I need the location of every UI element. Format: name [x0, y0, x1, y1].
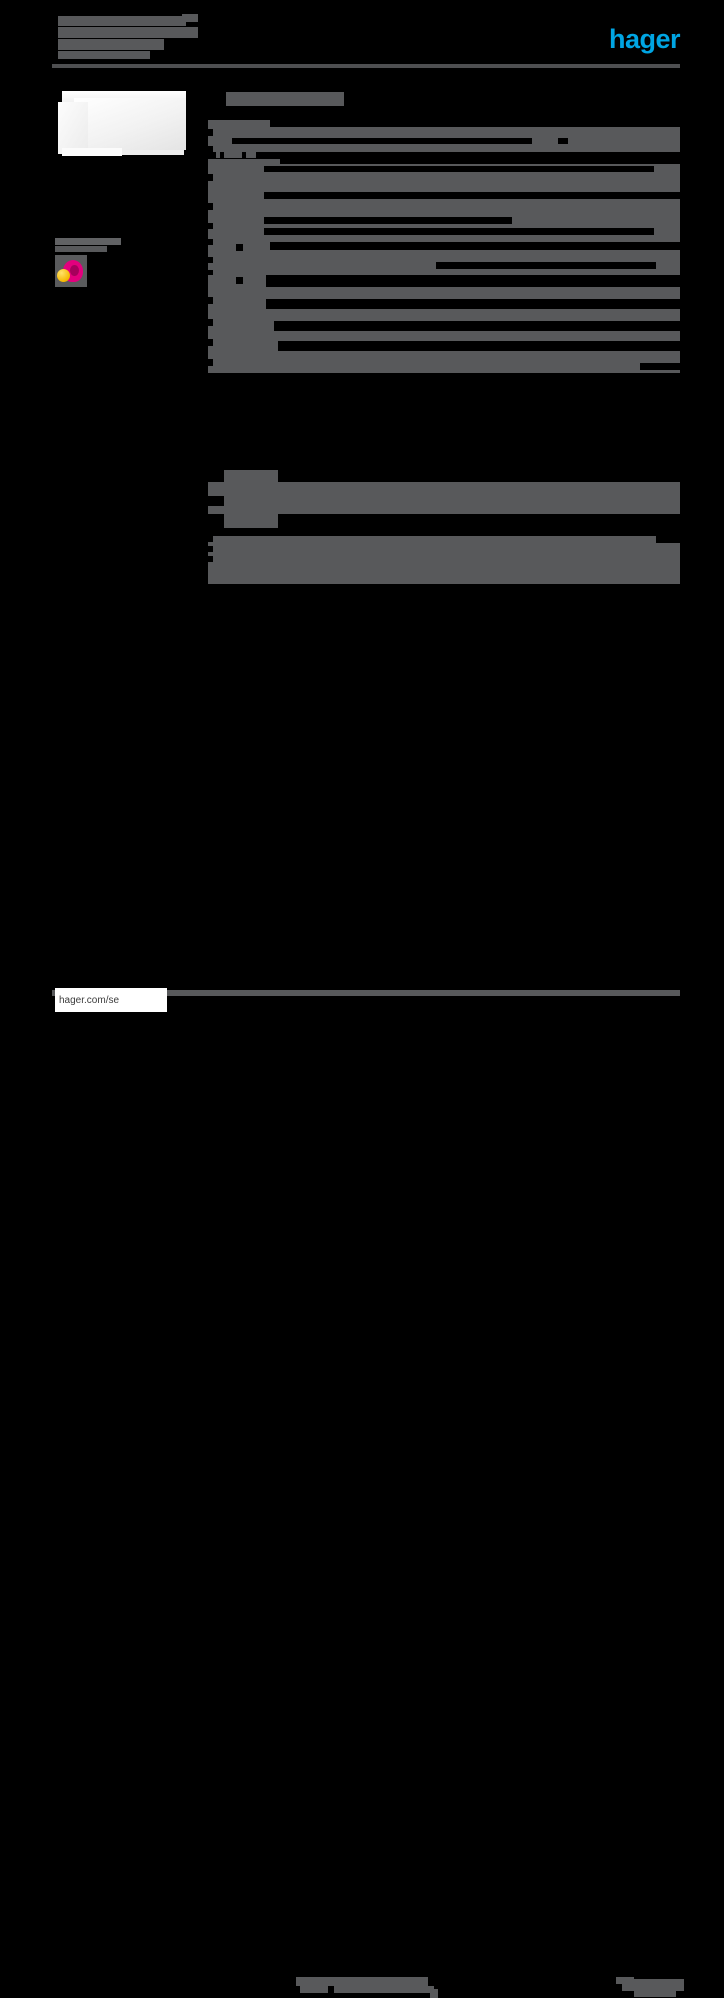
footer-text-block	[300, 1986, 328, 1993]
spec-section-heading	[226, 92, 344, 106]
row-value-gap	[640, 363, 680, 370]
footer-text-block	[296, 1977, 428, 1986]
row-marker	[224, 152, 242, 158]
footer-url-box[interactable]: hager.com/se	[55, 988, 167, 1012]
product-image	[52, 88, 200, 166]
row-value-gap	[558, 138, 568, 144]
page-title-line-3	[58, 39, 164, 50]
page-title	[58, 16, 198, 59]
footer-divider	[52, 990, 680, 996]
footer-url-text: hager.com/se	[59, 994, 120, 1006]
row-notch	[208, 339, 213, 346]
row-notch	[208, 223, 213, 229]
badge-gold-sphere	[57, 269, 70, 282]
row-notch	[656, 536, 680, 543]
row-marker	[216, 152, 220, 158]
table-row	[208, 351, 680, 373]
product-image-side-face	[58, 102, 88, 154]
product-image-lip	[62, 148, 122, 156]
hager-logo: hager	[608, 24, 681, 54]
row-gap	[270, 120, 680, 127]
row-value-gap	[278, 470, 680, 482]
table-row	[208, 470, 680, 528]
row-notch	[208, 556, 213, 562]
product-image-front-face	[74, 98, 186, 150]
table-row	[208, 120, 680, 136]
row-value-gap	[274, 321, 680, 331]
badge-caption-line-2	[55, 246, 107, 252]
row-value-gap	[436, 262, 656, 269]
footer-page-block	[634, 1990, 676, 1997]
badge-ring-hole	[70, 265, 79, 276]
row-notch	[208, 129, 213, 136]
table-row	[208, 164, 680, 181]
row-notch	[208, 270, 213, 275]
table-row	[208, 217, 680, 257]
row-notch	[208, 297, 213, 304]
row-notch	[208, 546, 213, 552]
page-header: hager	[0, 0, 724, 80]
badge-caption-line-1	[55, 238, 121, 245]
row-notch	[208, 514, 224, 528]
table-row	[208, 313, 680, 351]
page-title-line-1	[58, 16, 186, 26]
row-value-gap	[278, 514, 680, 528]
row-notch	[208, 536, 213, 542]
row-notch	[208, 203, 213, 210]
table-row	[208, 536, 680, 584]
row-value-gap	[266, 275, 680, 287]
row-notch	[208, 319, 213, 326]
row-bullet	[236, 244, 243, 251]
pink-ring-with-gold-sphere-icon	[55, 255, 87, 287]
product-image-shadow	[80, 146, 184, 155]
row-notch	[208, 470, 224, 482]
page-title-superscript	[182, 14, 198, 22]
badge-tile	[55, 255, 87, 287]
table-row	[208, 275, 680, 313]
row-marker	[246, 152, 256, 158]
row-value-gap	[264, 166, 654, 172]
row-value-gap	[266, 299, 680, 309]
row-bullet	[236, 277, 243, 284]
row-value-gap	[264, 217, 512, 224]
row-notch	[208, 496, 224, 506]
footer-text-block	[334, 1986, 434, 1993]
header-divider	[52, 64, 680, 68]
row-value-gap	[264, 228, 654, 235]
page-title-line-4	[58, 51, 150, 59]
table-row	[208, 136, 680, 152]
row-marker	[208, 159, 280, 165]
row-value-gap	[232, 138, 532, 144]
footer-text-block	[430, 1989, 438, 1998]
row-notch	[208, 146, 213, 152]
page-title-line-2	[58, 27, 198, 38]
page-footer	[0, 968, 724, 1024]
table-row	[208, 181, 680, 217]
row-notch	[208, 257, 213, 263]
row-notch	[208, 239, 213, 245]
table-row-spacer	[208, 152, 680, 165]
table-row	[208, 257, 680, 275]
row-value-gap	[264, 192, 680, 199]
row-value-gap	[270, 242, 680, 250]
row-notch	[208, 174, 213, 181]
row-value-gap	[278, 341, 680, 351]
row-notch	[208, 359, 213, 366]
